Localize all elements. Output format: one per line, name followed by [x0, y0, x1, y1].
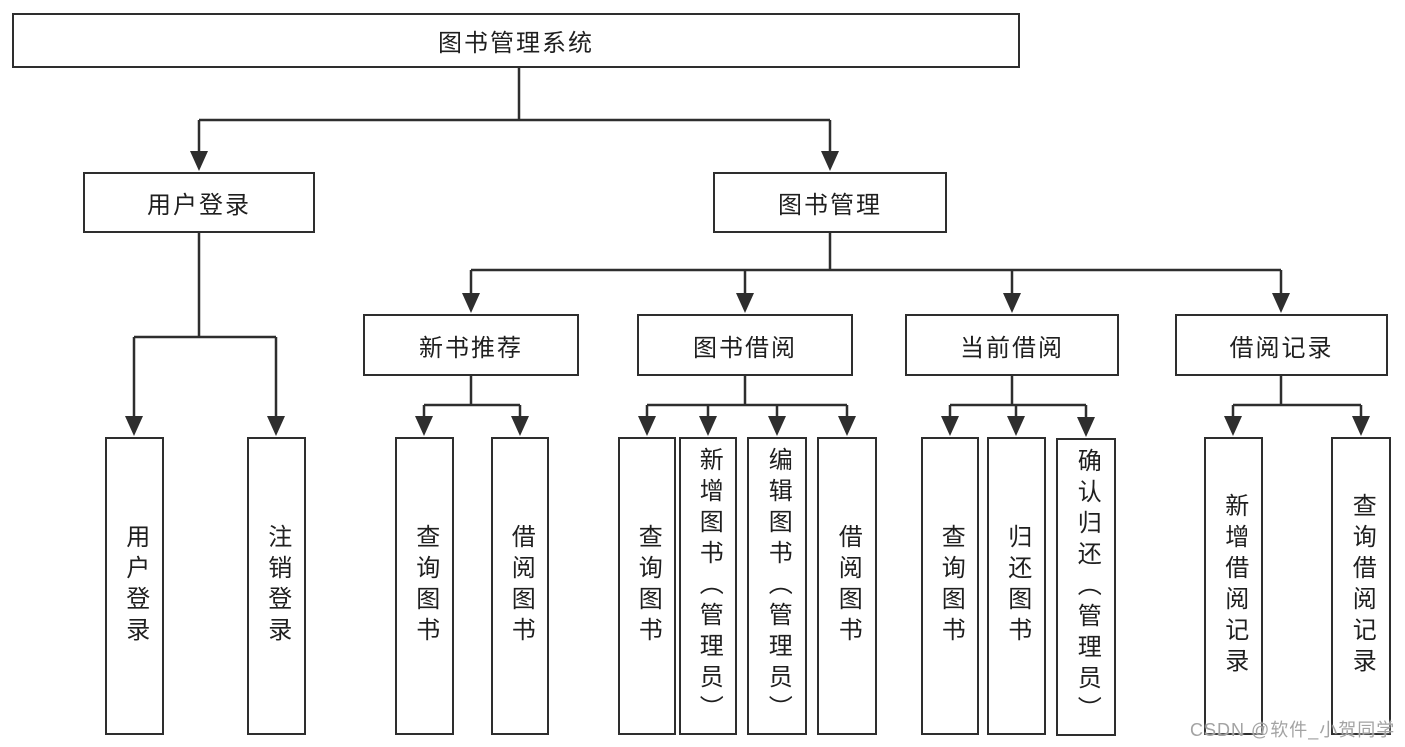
leaf-query-borrow-record-label: 查询借阅记录	[1348, 493, 1376, 679]
leaf-user-login: 用户登录	[105, 437, 164, 735]
node-library-system-label: 图书管理系统	[438, 30, 594, 57]
leaf-query-books-recommend-label: 查询图书	[411, 524, 439, 648]
leaf-logout: 注销登录	[247, 437, 306, 735]
leaf-query-books-recommend: 查询图书	[395, 437, 454, 735]
csdn-watermark: CSDN @软件_小贺同学	[1190, 720, 1396, 740]
node-current-borrowing: 当前借阅	[905, 314, 1119, 376]
node-book-borrowing-label: 图书借阅	[693, 334, 797, 362]
leaf-return-books: 归还图书	[987, 437, 1046, 735]
node-current-borrowing-label: 当前借阅	[960, 334, 1064, 362]
node-borrowing-records-label: 借阅记录	[1229, 334, 1334, 362]
node-new-book-recommend: 新书推荐	[363, 314, 579, 376]
leaf-logout-label: 注销登录	[263, 524, 291, 648]
leaf-add-books-admin-label: 新增图书（管理员）	[695, 446, 723, 726]
leaf-query-books-borrowing-label: 查询图书	[634, 524, 662, 648]
node-book-management: 图书管理	[713, 172, 947, 233]
leaf-confirm-return-admin-label: 确认归还（管理员）	[1073, 447, 1101, 727]
node-user-login-label: 用户登录	[147, 192, 251, 219]
leaf-edit-books-admin: 编辑图书（管理员）	[747, 437, 807, 735]
node-book-management-label: 图书管理	[778, 192, 882, 219]
leaf-query-books-current-label: 查询图书	[937, 524, 965, 648]
leaf-query-books-current: 查询图书	[921, 437, 979, 735]
leaf-borrow-books-recommend-label: 借阅图书	[507, 524, 535, 648]
leaf-borrow-books-borrowing: 借阅图书	[817, 437, 877, 735]
leaf-query-borrow-record: 查询借阅记录	[1331, 437, 1391, 735]
leaf-return-books-label: 归还图书	[1003, 524, 1031, 648]
leaf-query-books-borrowing: 查询图书	[618, 437, 676, 735]
leaf-add-borrow-record-label: 新增借阅记录	[1220, 493, 1248, 679]
leaf-edit-books-admin-label: 编辑图书（管理员）	[764, 446, 792, 726]
leaf-borrow-books-borrowing-label: 借阅图书	[834, 524, 862, 648]
node-new-book-recommend-label: 新书推荐	[419, 334, 523, 362]
node-user-login: 用户登录	[83, 172, 315, 233]
leaf-borrow-books-recommend: 借阅图书	[491, 437, 549, 735]
node-library-system: 图书管理系统	[12, 13, 1020, 68]
leaf-confirm-return-admin: 确认归还（管理员）	[1056, 438, 1116, 736]
leaf-user-login-label: 用户登录	[121, 524, 149, 648]
node-borrowing-records: 借阅记录	[1175, 314, 1388, 376]
leaf-add-borrow-record: 新增借阅记录	[1204, 437, 1263, 735]
node-book-borrowing: 图书借阅	[637, 314, 853, 376]
leaf-add-books-admin: 新增图书（管理员）	[679, 437, 737, 735]
